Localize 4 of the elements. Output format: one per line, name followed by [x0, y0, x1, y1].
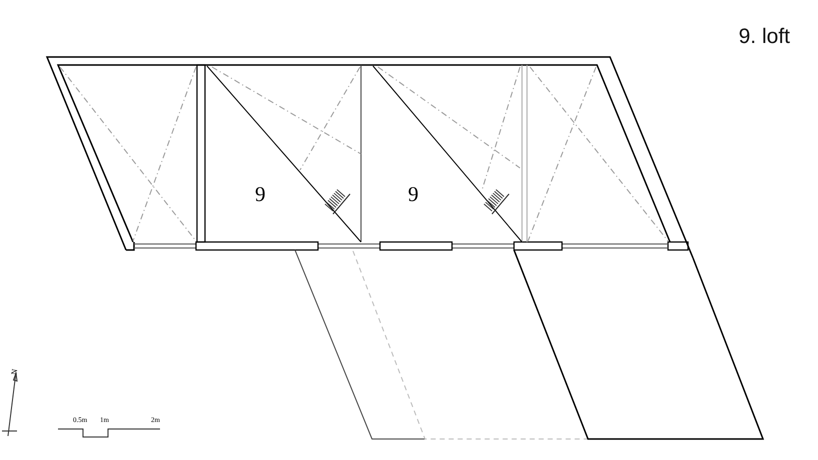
room-number: 9: [255, 184, 266, 205]
room-number: 9: [408, 184, 418, 205]
north-label: N: [10, 368, 20, 376]
title: 9. loft: [738, 26, 790, 47]
